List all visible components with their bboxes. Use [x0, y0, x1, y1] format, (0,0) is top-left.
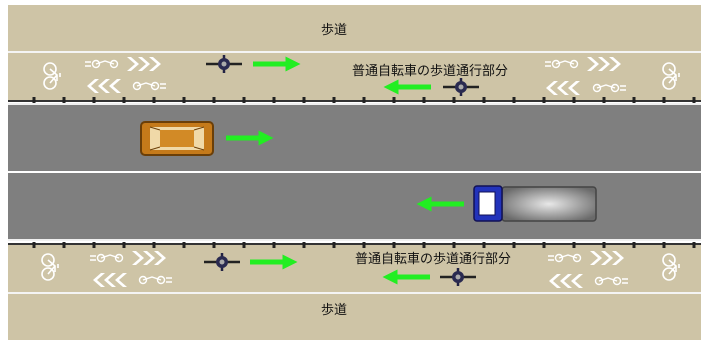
top-bicycle-zone-label: 普通自転車の歩道通行部分 [352, 64, 508, 79]
chevron-arrows-icon [132, 251, 166, 265]
top-bollard-row [32, 97, 696, 103]
bollard-marker [152, 242, 156, 248]
chevron-arrows-icon [549, 274, 583, 288]
bollard-marker [32, 97, 36, 103]
top-bicycle-zone [8, 53, 701, 101]
bollard-marker [392, 242, 396, 248]
chevron-arrows-icon [87, 79, 121, 93]
bollard-marker [692, 97, 696, 103]
bollard-marker [362, 97, 366, 103]
bollard-marker [512, 242, 516, 248]
bottom-sidewalk [8, 294, 701, 340]
bollard-marker [662, 97, 666, 103]
bollard-marker [302, 97, 306, 103]
bollard-marker [92, 97, 96, 103]
bollard-marker [62, 242, 66, 248]
bottom-sidewalk-label: 歩道 [321, 303, 347, 318]
bollard-marker [92, 242, 96, 248]
bollard-marker [272, 97, 276, 103]
bollard-marker [182, 242, 186, 248]
bottom-bollard-row [32, 242, 696, 248]
bollard-marker [662, 242, 666, 248]
bicycle-symbol-icon [132, 81, 166, 91]
chevron-arrows-icon [590, 251, 624, 265]
bollard-marker [572, 242, 576, 248]
bollard-marker [212, 97, 216, 103]
bicycle-symbol-icon [138, 275, 172, 285]
bollard-marker [32, 242, 36, 248]
bollard-marker [482, 97, 486, 103]
car-icon [140, 121, 214, 156]
bollard-marker [302, 242, 306, 248]
bollard-marker [362, 242, 366, 248]
bicycle-symbol-icon [545, 59, 579, 69]
bicycle-icon [43, 62, 61, 90]
cyclist-icon [443, 78, 479, 96]
bicycle-icon [41, 253, 59, 281]
bollard-marker [422, 242, 426, 248]
bollard-marker [512, 97, 516, 103]
bollard-marker [452, 97, 456, 103]
chevron-arrows-icon [587, 57, 621, 71]
chevron-arrows-icon [546, 81, 580, 95]
bollard-marker [62, 97, 66, 103]
bollard-marker [182, 97, 186, 103]
bicycle-icon [662, 253, 680, 281]
bollard-marker [482, 242, 486, 248]
bicycle-symbol-icon [90, 253, 124, 263]
bicycle-symbol-icon [548, 253, 582, 263]
chevron-arrows-icon [93, 273, 127, 287]
bollard-marker [452, 242, 456, 248]
cyclist-icon [204, 253, 240, 271]
bollard-marker [632, 242, 636, 248]
bollard-marker [272, 242, 276, 248]
bollard-marker [242, 97, 246, 103]
bollard-marker [632, 97, 636, 103]
bollard-marker [572, 97, 576, 103]
bicycle-icon [662, 62, 680, 90]
bollard-marker [542, 242, 546, 248]
bollard-marker [602, 97, 606, 103]
bollard-marker [332, 97, 336, 103]
bollard-marker [212, 242, 216, 248]
bollard-marker [152, 97, 156, 103]
bollard-marker [542, 97, 546, 103]
cyclist-icon [440, 268, 476, 286]
bollard-marker [122, 242, 126, 248]
bollard-marker [392, 97, 396, 103]
chevron-arrows-icon [127, 57, 161, 71]
bollard-marker [602, 242, 606, 248]
truck-icon [473, 185, 597, 222]
bollard-marker [122, 97, 126, 103]
bollard-marker [422, 97, 426, 103]
bicycle-symbol-icon [85, 59, 119, 69]
bollard-marker [242, 242, 246, 248]
cyclist-icon [206, 55, 242, 73]
bottom-bicycle-zone-label: 普通自転車の歩道通行部分 [355, 252, 511, 267]
bicycle-symbol-icon [592, 83, 626, 93]
top-sidewalk [8, 5, 701, 52]
bicycle-symbol-icon [594, 276, 628, 286]
bollard-marker [692, 242, 696, 248]
bollard-marker [332, 242, 336, 248]
top-sidewalk-label: 歩道 [321, 23, 347, 38]
